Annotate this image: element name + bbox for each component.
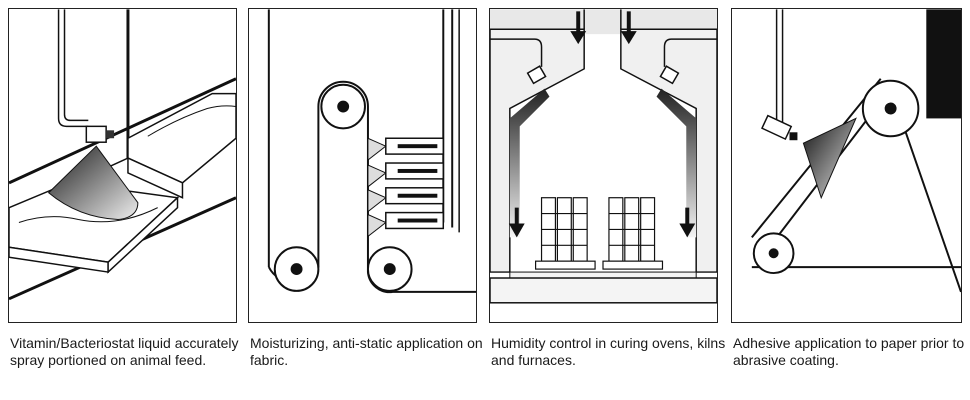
nozzle-bank xyxy=(367,137,445,238)
pallet-stacks xyxy=(535,197,664,270)
caption-fabric: Moisturizing, anti-static application on… xyxy=(250,335,483,368)
fabric-illustration xyxy=(267,9,476,294)
panel-adhesive-paper xyxy=(731,8,962,323)
panel-animal-feed xyxy=(8,8,237,323)
adhesive-paper-illustration xyxy=(751,9,961,293)
animal-feed-illustration xyxy=(9,9,236,301)
caption-animal-feed: Vitamin/Bacteriostat liquid accurately s… xyxy=(10,335,239,368)
panel-curing-oven xyxy=(489,8,718,323)
panel-fabric xyxy=(248,8,477,323)
caption-curing-oven: Humidity control in curing ovens, kilns … xyxy=(491,335,726,368)
caption-adhesive-paper: Adhesive application to paper prior to a… xyxy=(733,335,965,368)
curing-oven-illustration xyxy=(490,9,717,304)
